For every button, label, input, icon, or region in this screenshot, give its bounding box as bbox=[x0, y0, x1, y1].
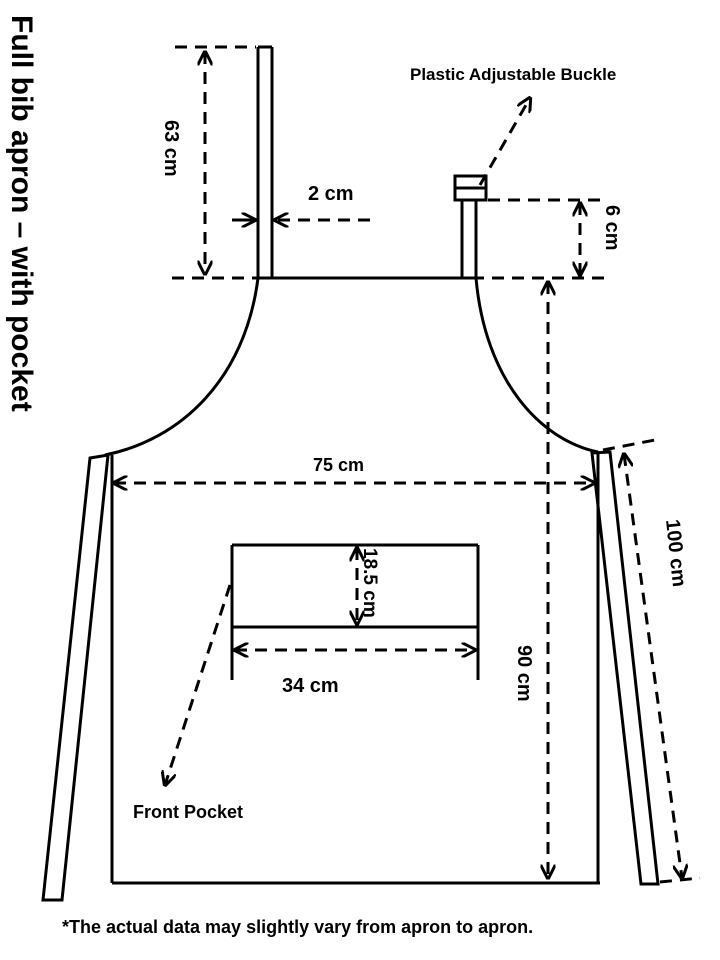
buckle-strap-label: 6 cm bbox=[601, 205, 623, 251]
pocket-label: Front Pocket bbox=[133, 802, 243, 822]
buckle-strap bbox=[460, 200, 478, 278]
buckle-label: Plastic Adjustable Buckle bbox=[410, 65, 616, 84]
pocket-pointer bbox=[165, 584, 232, 785]
pocket-height-label: 18.5 cm bbox=[359, 548, 380, 618]
footnote: *The actual data may slightly vary from … bbox=[62, 917, 533, 937]
neck-strap bbox=[256, 45, 274, 278]
tie-length-label: 100 cm bbox=[661, 518, 690, 588]
right-waist-tie bbox=[590, 450, 660, 886]
apron-body bbox=[104, 276, 600, 885]
apron-length-label: 90 cm bbox=[513, 645, 535, 702]
tie-bottom-guide bbox=[659, 876, 701, 884]
buckle-pointer bbox=[478, 98, 530, 186]
diagram-title: Full bib apron – with pocket bbox=[5, 15, 38, 412]
front-pocket bbox=[230, 543, 480, 680]
tie-top-guide bbox=[602, 438, 656, 452]
buckle-icon bbox=[453, 174, 488, 202]
pocket-width-label: 34 cm bbox=[282, 675, 339, 697]
strap-width-label: 2 cm bbox=[308, 183, 354, 205]
tie-length-arrow bbox=[624, 454, 682, 878]
strap-length-label: 63 cm bbox=[160, 120, 182, 177]
width-label: 75 cm bbox=[313, 455, 364, 475]
left-waist-tie bbox=[41, 453, 110, 902]
